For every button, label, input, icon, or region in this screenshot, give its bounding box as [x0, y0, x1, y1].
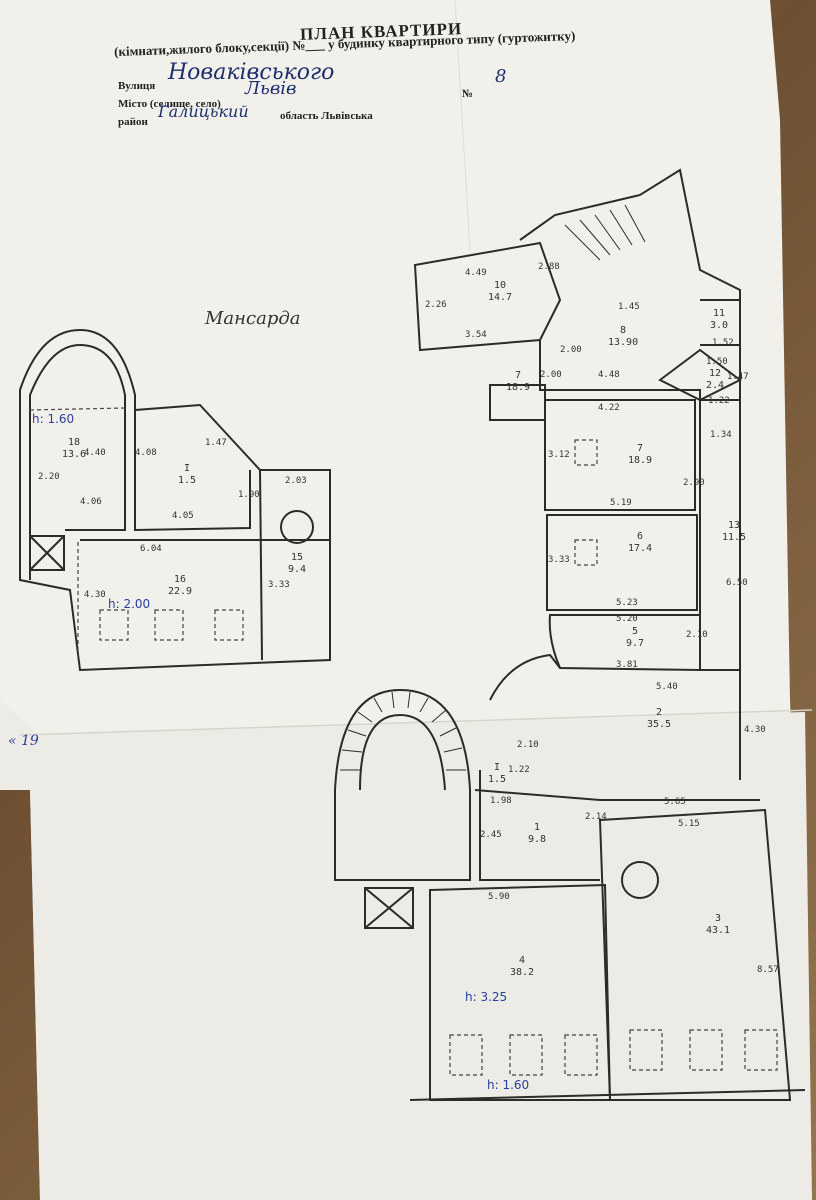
street-value: Новаківського — [168, 60, 335, 85]
dimension: 3.33 — [548, 555, 570, 565]
dimension: 1.34 — [710, 430, 732, 440]
dimension: 2.14 — [585, 812, 607, 822]
dimension: 3.54 — [465, 330, 487, 340]
dimension: 1.90 — [238, 490, 260, 500]
dimension: 1.45 — [618, 302, 640, 312]
dimension: 2.45 — [480, 830, 502, 840]
dimension: 2.10 — [517, 740, 539, 750]
height-note: h: 1.60 — [32, 412, 75, 426]
dimension: 3.33 — [268, 580, 290, 590]
dimension: 4.08 — [135, 448, 157, 458]
dimension: 1.47 — [727, 372, 749, 382]
dimension: 4.48 — [598, 370, 620, 380]
dimension: 2.26 — [425, 300, 447, 310]
dimension: 4.05 — [172, 511, 194, 521]
dimension: 3.12 — [548, 450, 570, 460]
dimension: 3.81 — [616, 660, 638, 670]
dimension: 1.22 — [508, 765, 530, 775]
room-label: 7718.9 — [628, 443, 653, 466]
dimension: 6.50 — [726, 578, 748, 588]
dimension: 2.20 — [38, 472, 60, 482]
dimension: 4.30 — [744, 725, 766, 735]
dimension: 5.23 — [616, 598, 638, 608]
dimension: 5.15 — [678, 819, 700, 829]
dimension: 4.49 — [465, 268, 487, 278]
dimension: 5.90 — [488, 892, 510, 902]
margin-mark: « 19 — [8, 733, 39, 749]
city-value: Львів — [245, 78, 297, 99]
street-label: Вулиця — [118, 80, 156, 92]
dimension: 1.50 — [706, 357, 728, 367]
mansard-label: Мансарда — [205, 308, 301, 329]
number-value: 8 — [495, 66, 507, 87]
district-label: район — [118, 116, 148, 128]
district-value: Галицький — [158, 102, 249, 121]
dimension: 6.04 — [140, 544, 162, 554]
dimension: 8.57 — [757, 965, 779, 975]
dimension: 1.52 — [712, 338, 734, 348]
height-note: h: 3.25 — [465, 990, 508, 1004]
dimension: 5.19 — [610, 498, 632, 508]
dimension: 5.20 — [616, 614, 638, 624]
dimension: 4.40 — [84, 448, 106, 458]
dimension: 1.98 — [490, 796, 512, 806]
dimension: 1.22 — [708, 396, 730, 406]
dimension: 2.03 — [285, 476, 307, 486]
height-note: h: 1.60 — [487, 1078, 530, 1092]
dimension: 2.00 — [540, 370, 562, 380]
dimension: 2.00 — [560, 345, 582, 355]
dimension: 4.06 — [80, 497, 102, 507]
city-label: Місто (селище, село) — [118, 98, 221, 110]
region-label: область Львівська — [280, 110, 373, 122]
dimension: 4.30 — [84, 590, 106, 600]
dimension: 5.40 — [656, 682, 678, 692]
dimension: 2.90 — [683, 478, 705, 488]
dimension: 4.22 — [598, 403, 620, 413]
height-note: h: 2.00 — [108, 597, 151, 611]
dimension: 5.65 — [664, 797, 686, 807]
number-label: № — [462, 88, 474, 100]
dimension: 2.10 — [686, 630, 708, 640]
dimension: 1.47 — [205, 438, 227, 448]
dimension: 2.88 — [538, 262, 560, 272]
